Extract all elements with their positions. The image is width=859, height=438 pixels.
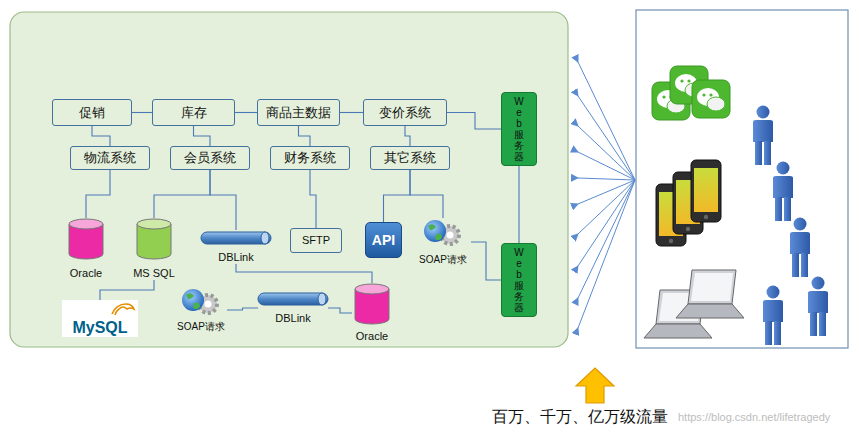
- system-box: 商品主数据: [257, 99, 340, 126]
- node-label: 变价系统: [379, 105, 431, 121]
- dolphin-icon: [110, 301, 136, 316]
- pipe-shape: [257, 292, 329, 306]
- connector-line: [328, 308, 352, 313]
- cylinder-shape: [136, 218, 172, 260]
- node-label: Oracle: [70, 267, 102, 280]
- connector-line: [235, 112, 257, 113]
- connector-line: [447, 113, 501, 130]
- database-cylinder: MS SQL: [128, 218, 180, 280]
- connector-line: [471, 242, 501, 280]
- node-label: SOAP请求: [419, 254, 467, 266]
- api-icon: API: [365, 222, 402, 258]
- system-box: 促销: [52, 99, 132, 126]
- node-label: SFTP: [302, 234, 330, 247]
- connector-line: [236, 264, 372, 283]
- connector-line: [340, 112, 363, 113]
- soap-icon: SOAP请求: [175, 287, 227, 333]
- system-box: 库存: [152, 99, 235, 126]
- connector-line: [410, 170, 443, 218]
- connector-line: [210, 170, 236, 230]
- sftp-box: SFTP: [290, 228, 342, 253]
- node-label: MySQL: [72, 318, 127, 337]
- web-server-box: Web服务器: [501, 243, 537, 317]
- globe-gear-icon: [421, 218, 465, 248]
- system-box: 财务系统: [270, 146, 350, 170]
- cylinder-shape: [68, 218, 104, 260]
- node-label: 商品主数据: [266, 105, 331, 121]
- node-label: 物流系统: [84, 150, 136, 166]
- connector-line: [310, 170, 316, 228]
- system-box: 变价系统: [363, 99, 447, 126]
- pipe-shape: [200, 231, 272, 245]
- connector-line: [194, 126, 211, 146]
- connector-line: [132, 112, 152, 113]
- connector-line: [299, 126, 311, 146]
- connector-line: [384, 170, 411, 222]
- database-cylinder: Oracle: [60, 218, 112, 280]
- web-server-box: Web服务器: [501, 92, 537, 166]
- database-cylinder: Oracle: [352, 283, 392, 343]
- system-box: 会员系统: [170, 146, 250, 170]
- node-label: MS SQL: [133, 267, 175, 280]
- dblink-pipe: DBLink: [258, 291, 328, 325]
- node-label: SOAP请求: [177, 321, 225, 333]
- system-box: 其它系统: [370, 146, 450, 170]
- cylinder-shape: [354, 283, 390, 325]
- node-label: DBLink: [218, 251, 253, 264]
- system-box: 物流系统: [70, 146, 150, 170]
- server-label: Web服务器: [514, 96, 524, 162]
- server-label: Web服务器: [514, 247, 524, 313]
- traffic-caption: 百万、千万、亿万级流量: [492, 407, 668, 428]
- connector-line: [405, 126, 410, 146]
- node-label: 会员系统: [184, 150, 236, 166]
- connector-line: [154, 170, 210, 218]
- watermark: https://blog.csdn.net/lifetragedy: [678, 411, 830, 423]
- connector-line: [227, 308, 258, 310]
- mysql-logo: MySQL: [62, 300, 138, 337]
- connector-line: [92, 126, 110, 146]
- node-label: API: [372, 232, 395, 249]
- node-label: 促销: [79, 105, 105, 121]
- node-label: 财务系统: [284, 150, 336, 166]
- connector-line: [518, 166, 519, 243]
- connector-line: [86, 170, 110, 218]
- connector-line: [100, 280, 154, 300]
- node-label: 库存: [181, 105, 207, 121]
- dblink-pipe: DBLink: [200, 230, 272, 264]
- node-label: Oracle: [356, 330, 388, 343]
- soap-icon: SOAP请求: [415, 218, 471, 266]
- node-label: DBLink: [275, 312, 310, 325]
- node-label: 其它系统: [384, 150, 436, 166]
- globe-gear-icon: [179, 287, 223, 317]
